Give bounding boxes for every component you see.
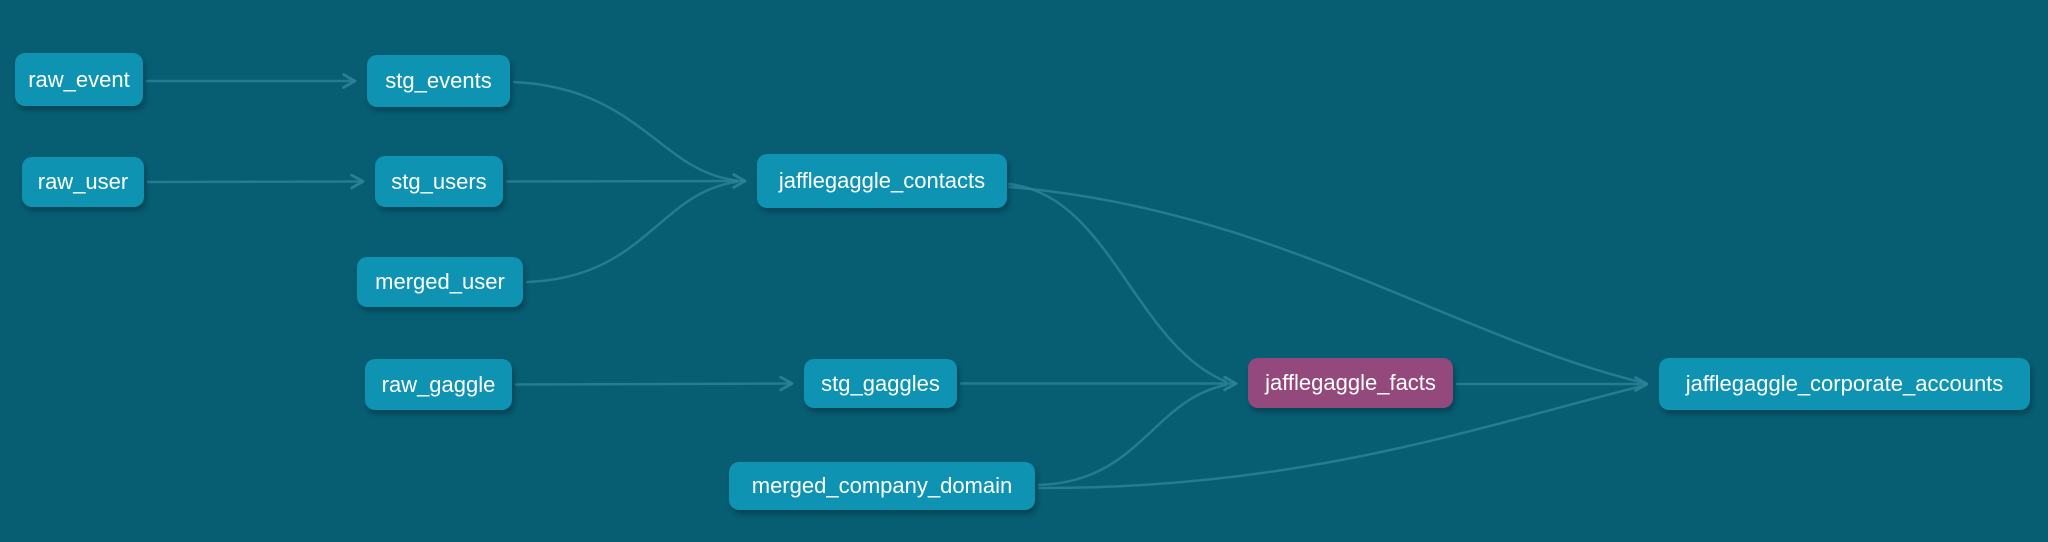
node-label: jafflegaggle_facts [1265, 370, 1436, 395]
edge-stg-events-to-contacts [512, 80, 739, 182]
edge-merged-company-domain-to-facts [1037, 383, 1228, 487]
node-label: raw_user [37, 169, 129, 194]
node-jafflegaggle-contacts[interactable]: jafflegaggle_contacts [757, 154, 1007, 208]
node-jafflegaggle-corporate-accounts[interactable]: jafflegaggle_corporate_accounts [1659, 358, 2030, 410]
node-label: jafflegaggle_corporate_accounts [1685, 371, 2004, 396]
edge-raw-user-to-stg-users [146, 173, 365, 190]
node-merged-company-domain[interactable]: merged_company_domain [729, 462, 1035, 510]
edge-stg-users-to-contacts [505, 173, 747, 189]
node-raw-user[interactable]: raw_user [22, 157, 144, 207]
node-stg-users[interactable]: stg_users [375, 156, 503, 207]
edge-raw-gaggle-to-stg-gaggles [514, 375, 794, 392]
node-merged-user[interactable]: merged_user [357, 257, 523, 307]
node-stg-events[interactable]: stg_events [367, 55, 510, 107]
node-jafflegaggle-facts[interactable]: jafflegaggle_facts [1248, 358, 1453, 408]
node-label: raw_gaggle [381, 371, 496, 397]
node-stg-gaggles[interactable]: stg_gaggles [804, 359, 957, 408]
node-raw-event[interactable]: raw_event [15, 53, 143, 106]
node-label: merged_user [375, 269, 505, 294]
edge-contacts-to-facts [1007, 182, 1228, 383]
node-label: jafflegaggle_contacts [778, 168, 986, 193]
node-label: stg_users [391, 168, 487, 194]
node-label: stg_gaggles [821, 370, 940, 396]
node-label: merged_company_domain [751, 473, 1013, 498]
node-raw-gaggle[interactable]: raw_gaggle [365, 359, 512, 410]
node-label: raw_event [28, 66, 130, 92]
edge-merged-user-to-contacts [525, 180, 739, 284]
edge-merged-company-domain-to-corporate-accounts [1037, 385, 1642, 490]
node-label: stg_events [385, 68, 492, 93]
edge-contacts-to-corporate-accounts [1007, 185, 1642, 384]
